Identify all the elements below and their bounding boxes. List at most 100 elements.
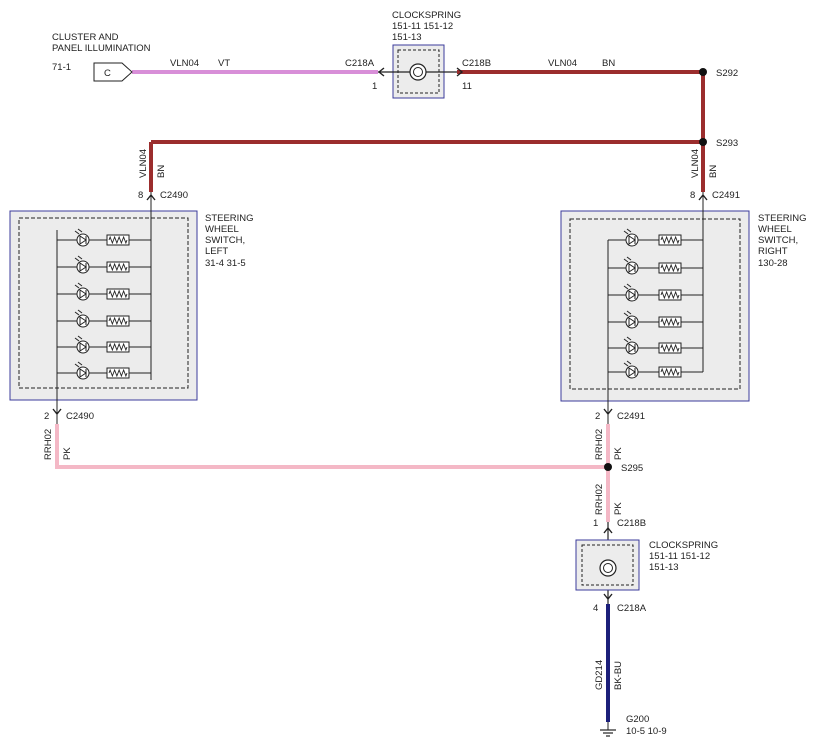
resistor-icon bbox=[658, 262, 682, 274]
clockspring-bottom-refs-2: 151-13 bbox=[649, 562, 679, 573]
lamp-resistor-row bbox=[57, 361, 151, 380]
switch-right-title-1: STEERING bbox=[758, 213, 807, 224]
clockspring-bottom-title: CLOCKSPRING bbox=[649, 540, 718, 551]
splice-dot-icon bbox=[699, 138, 707, 146]
lamp-icon bbox=[74, 228, 90, 247]
switch-right-bottom-connector: C2491 bbox=[617, 411, 645, 422]
wire-top-left-color: VT bbox=[218, 58, 230, 69]
clockspring-top-refs-1: 151-11 151-12 bbox=[392, 21, 453, 32]
chevron-arrow-icon bbox=[603, 593, 613, 601]
switch-left-rows bbox=[57, 228, 151, 380]
chevron-arrow-icon bbox=[146, 193, 156, 201]
cluster-connector-letter: C bbox=[104, 68, 111, 79]
resistor-icon bbox=[106, 288, 130, 300]
switch-left-bottom-connector: C2490 bbox=[66, 411, 94, 422]
chevron-arrow-icon bbox=[52, 408, 62, 416]
resistor-icon bbox=[658, 234, 682, 246]
switch-right-title-4: RIGHT bbox=[758, 246, 788, 257]
chevron-arrow-icon bbox=[377, 67, 385, 77]
clockspring-bottom-bottom-pin: 4 bbox=[593, 603, 598, 614]
ground-symbol-icon bbox=[600, 722, 616, 737]
wire-top-right-color: BN bbox=[602, 58, 615, 69]
switch-left bbox=[9, 192, 198, 424]
switch-right-top-connector: C2491 bbox=[712, 190, 740, 201]
clockspring-top bbox=[377, 44, 464, 99]
switch-left-top-pin: 8 bbox=[138, 190, 143, 201]
switch-right-title-2: WHEEL bbox=[758, 224, 792, 235]
resistor-icon bbox=[106, 315, 130, 327]
clockspring-top-title: CLOCKSPRING bbox=[392, 10, 461, 21]
wire-top-right-circuit: VLN04 bbox=[548, 58, 577, 69]
cluster-title-2: PANEL ILLUMINATION bbox=[52, 43, 151, 54]
resistor-icon bbox=[658, 366, 682, 378]
splice-dot-icon bbox=[699, 68, 707, 76]
resistor-icon bbox=[658, 316, 682, 328]
clockspring-top-right-pin: 11 bbox=[462, 81, 472, 92]
switch-right-rows bbox=[608, 228, 703, 379]
chevron-arrow-icon bbox=[603, 408, 613, 416]
switch-left-bottom-pin: 2 bbox=[44, 411, 49, 422]
clockspring-bottom-top-connector: C218B bbox=[617, 518, 646, 529]
lamp-icon bbox=[623, 228, 639, 247]
resistor-icon bbox=[658, 289, 682, 301]
cluster-connector: C bbox=[93, 62, 133, 82]
splice-s295: S295 bbox=[621, 463, 643, 474]
lamp-resistor-row bbox=[57, 255, 151, 274]
lamp-resistor-row bbox=[57, 282, 151, 301]
clockspring-top-right-connector: C218B bbox=[462, 58, 491, 69]
lamp-icon bbox=[74, 309, 90, 328]
switch-right-title-3: SWITCH, bbox=[758, 235, 798, 246]
resistor-icon bbox=[106, 341, 130, 353]
splice-s293: S293 bbox=[716, 138, 738, 149]
lamp-icon bbox=[623, 336, 639, 355]
cluster-title-1: CLUSTER AND bbox=[52, 32, 119, 43]
splice-s292: S292 bbox=[716, 68, 738, 79]
wire-top-left-circuit: VLN04 bbox=[170, 58, 199, 69]
clockspring-bottom-refs-1: 151-11 151-12 bbox=[649, 551, 710, 562]
wire-right-drop-circuit: VLN04 bbox=[690, 149, 701, 178]
resistor-icon bbox=[106, 367, 130, 379]
resistor-icon bbox=[658, 342, 682, 354]
switch-left-title-3: SWITCH, bbox=[205, 235, 245, 246]
wire-ground-color: BK-BU bbox=[613, 661, 624, 690]
chevron-arrow-icon bbox=[698, 193, 708, 201]
clockspring-bottom bbox=[575, 522, 640, 604]
resistor-icon bbox=[106, 261, 130, 273]
switch-right-top-pin: 8 bbox=[690, 190, 695, 201]
ground-name: G200 bbox=[626, 714, 649, 725]
lamp-icon bbox=[74, 335, 90, 354]
wire-lower-color: PK bbox=[613, 502, 624, 515]
lamp-resistor-row bbox=[608, 310, 703, 329]
switch-left-refs: 31-4 31-5 bbox=[205, 258, 246, 269]
splice-dot-icon bbox=[604, 463, 612, 471]
lamp-resistor-row bbox=[608, 228, 703, 247]
switch-right-refs: 130-28 bbox=[758, 258, 788, 269]
lamp-resistor-row bbox=[608, 256, 703, 275]
resistor-icon bbox=[106, 234, 130, 246]
wire-left-drop-circuit: VLN04 bbox=[138, 149, 149, 178]
wire-ground-circuit: GD214 bbox=[594, 660, 605, 690]
cluster-ref: 71-1 bbox=[52, 62, 71, 73]
wire-right-bottom-color: PK bbox=[613, 447, 624, 460]
switch-left-title-4: LEFT bbox=[205, 246, 228, 257]
clockspring-top-refs-2: 151-13 bbox=[392, 32, 422, 43]
wire-left-bottom-color: PK bbox=[62, 447, 73, 460]
wire-right-drop-color: BN bbox=[708, 165, 719, 178]
chevron-arrow-icon bbox=[456, 67, 464, 77]
clockspring-top-left-connector: C218A bbox=[345, 58, 375, 69]
lamp-icon bbox=[623, 310, 639, 329]
clockspring-bottom-top-pin: 1 bbox=[593, 518, 598, 529]
lamp-icon bbox=[623, 283, 639, 302]
wire-left-drop-color: BN bbox=[156, 165, 167, 178]
wire-rrh02-pk-left bbox=[55, 424, 608, 469]
lamp-resistor-row bbox=[57, 335, 151, 354]
ground-refs: 10-5 10-9 bbox=[626, 726, 667, 737]
wire-lower-circuit: RRH02 bbox=[594, 484, 605, 515]
lamp-resistor-row bbox=[57, 228, 151, 247]
switch-right-bottom-pin: 2 bbox=[595, 411, 600, 422]
switch-right bbox=[560, 192, 750, 424]
lamp-icon bbox=[623, 360, 639, 379]
switch-left-title-2: WHEEL bbox=[205, 224, 239, 235]
wire-left-bottom-circuit: RRH02 bbox=[43, 429, 54, 460]
